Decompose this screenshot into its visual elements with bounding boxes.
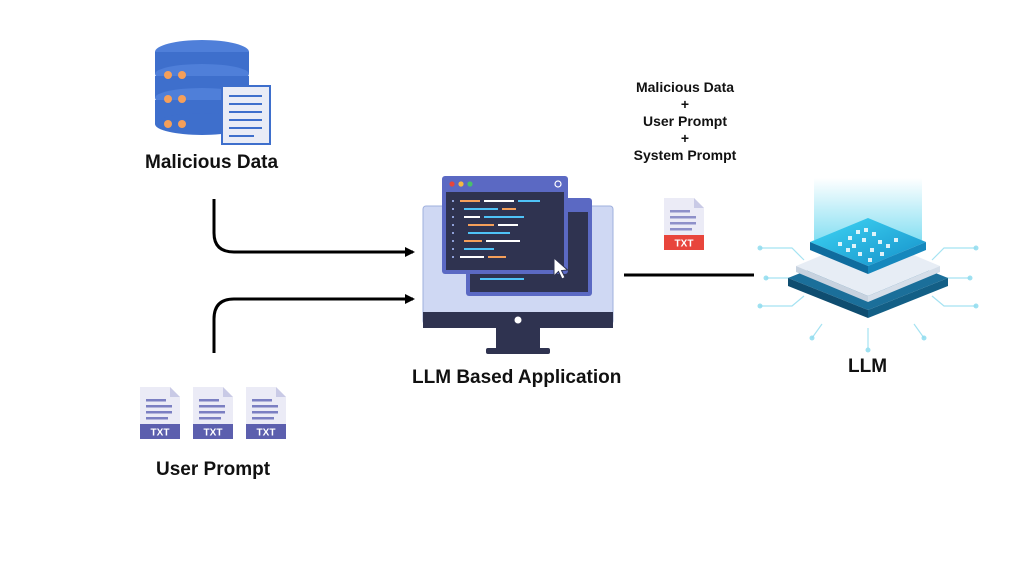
txt-file-badge: TXT xyxy=(151,428,170,439)
txt-file-badge: TXT xyxy=(204,428,223,439)
payload-label: Malicious Data + User Prompt + System Pr… xyxy=(604,79,766,164)
database-document-icon xyxy=(155,40,271,145)
txt-file-badge: TXT xyxy=(675,239,694,250)
payload-plus-2: + xyxy=(680,130,690,146)
arrow-malicious-data-to-app xyxy=(212,199,415,257)
payload-plus-1: + xyxy=(680,96,690,112)
user-prompt-label: User Prompt xyxy=(156,459,271,480)
payload-line-malicious-data: Malicious Data xyxy=(635,79,735,95)
txt-file-red-icon: TXT xyxy=(664,198,704,250)
txt-file-icon: TXT xyxy=(246,387,286,439)
txt-file-icon: TXT xyxy=(193,387,233,439)
llm-app-label: LLM Based Application xyxy=(412,367,622,388)
txt-file-icon: TXT xyxy=(140,387,180,439)
monitor-code-icon xyxy=(422,176,614,354)
payload-line-system-prompt: System Prompt xyxy=(633,147,737,163)
llm-label: LLM xyxy=(848,356,888,377)
txt-file-badge: TXT xyxy=(257,428,276,439)
malicious-data-label: Malicious Data xyxy=(145,152,279,173)
payload-line-user-prompt: User Prompt xyxy=(642,113,728,129)
arrow-user-prompt-to-app xyxy=(212,294,415,353)
chip-icon xyxy=(757,178,979,353)
